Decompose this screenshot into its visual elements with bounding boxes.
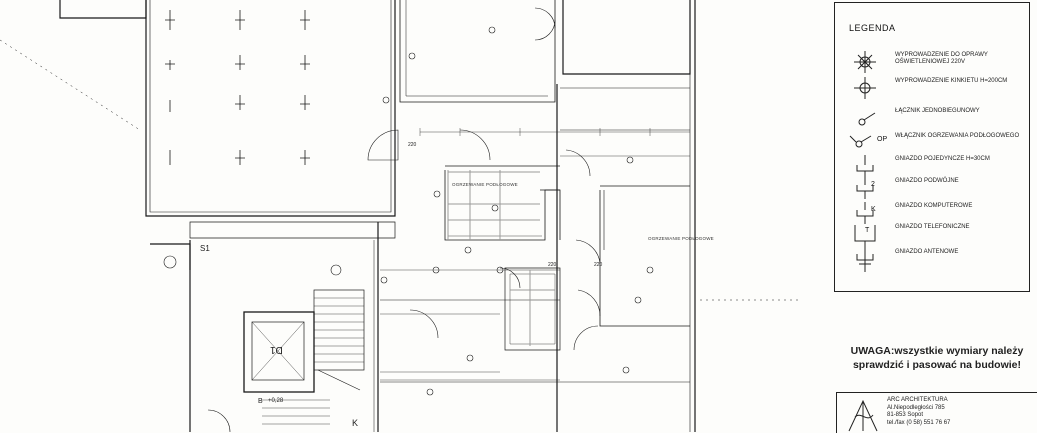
legend-item: WYPROWADZENIE DO OPRAWY OŚWIETLENIOWEJ 2… (835, 49, 1029, 75)
firm-address: Al.Niepodległości 785 (887, 404, 945, 411)
legend-item: T GNIAZDO TELEFONICZNE (835, 221, 1029, 247)
telephone-socket-icon (854, 225, 876, 247)
warning-note-line1: UWAGA:wszystkie wymiary należy (850, 345, 1024, 357)
antenna-socket-icon (856, 246, 874, 272)
legend-label: WYPROWADZENIE DO OPRAWY OŚWIETLENIOWEJ 2… (895, 52, 988, 65)
legend-item: ŁĄCZNIK JEDNOBIEGUNOWY (835, 105, 1029, 131)
legend-label: GNIAZDO POJEDYNCZE H=30cm (895, 156, 990, 162)
floor-plan (0, 0, 800, 432)
title-block-text: ARC ARCHITEKTURA Al.Niepodległości 785 8… (887, 397, 950, 427)
level-label: +0,28 (268, 398, 284, 404)
firm-name: ARC ARCHITEKTURA (887, 397, 948, 403)
room-label-floor-heating: OGRZEWANIE PODŁOGOWE (452, 182, 518, 187)
legend-item: WYPROWADZENIE KINKIETU H=200cm (835, 75, 1029, 101)
firm-phone: tel./fax (0 58) 551 76 67 (887, 419, 951, 426)
single-switch-icon (858, 112, 876, 126)
architect-logo-icon (848, 399, 878, 432)
legend-label: ŁĄCZNIK JEDNOBIEGUNOWY (895, 108, 980, 114)
legend-label: WŁĄCZNIK OGRZEWANIA PODŁOGOWEGO (895, 133, 1020, 139)
legend-extra: 2 (871, 181, 875, 188)
single-socket-icon (856, 155, 874, 177)
room-label-floor-heating: OGRZEWANIE PODŁOGOWE (648, 236, 714, 241)
floor-heating-switch-icon (849, 135, 872, 148)
warning-note: UWAGA:wszystkie wymiary należy sprawdzić… (842, 344, 1032, 372)
legend-item: OP WŁĄCZNIK OGRZEWANIA PODŁOGOWEGO (835, 130, 1029, 156)
legend-label: GNIAZDO TELEFONICZNE (895, 224, 970, 230)
legend-extra: K (871, 206, 876, 213)
title-block: ARC ARCHITEKTURA Al.Niepodległości 785 8… (836, 392, 1037, 433)
legend-label: GNIAZDO ANTENOWE (895, 249, 959, 255)
door-dimension: 220 (594, 262, 603, 268)
double-socket-icon (856, 177, 874, 199)
legend: LEGENDA WYPROWADZENIE DO OPRAWY OŚWIETLE… (834, 2, 1030, 292)
stair-label: D1 (270, 344, 283, 355)
door-dimension: 220 (548, 262, 557, 268)
legend-item: 2 GNIAZDO PODWÓJNE (835, 175, 1029, 201)
legend-label: GNIAZDO KOMPUTEROWE (895, 203, 973, 209)
wall-light-outlet-icon (854, 77, 876, 99)
legend-extra: T (865, 227, 870, 234)
legend-item: K GNIAZDO KOMPUTEROWE (835, 200, 1029, 226)
warning-note-line2: sprawdzić i pasować na budowie! (852, 359, 1022, 371)
legend-label: WYPROWADZENIE KINKIETU H=200cm (895, 78, 1008, 84)
section-marker-k: K (352, 418, 359, 428)
door-dimension: 220 (408, 142, 417, 148)
legend-item: GNIAZDO POJEDYNCZE H=30cm (835, 153, 1029, 179)
computer-socket-icon (856, 202, 874, 224)
legend-item: GNIAZDO ANTENOWE (835, 246, 1029, 272)
legend-label: GNIAZDO PODWÓJNE (895, 178, 959, 184)
legend-extra: OP (877, 136, 888, 143)
section-label: B (258, 398, 263, 405)
ceiling-light-outlet-icon (854, 51, 876, 73)
elevator-label: S1 (200, 244, 210, 253)
legend-title: LEGENDA (849, 23, 896, 33)
firm-city: 81-853 Sopot (887, 412, 924, 418)
